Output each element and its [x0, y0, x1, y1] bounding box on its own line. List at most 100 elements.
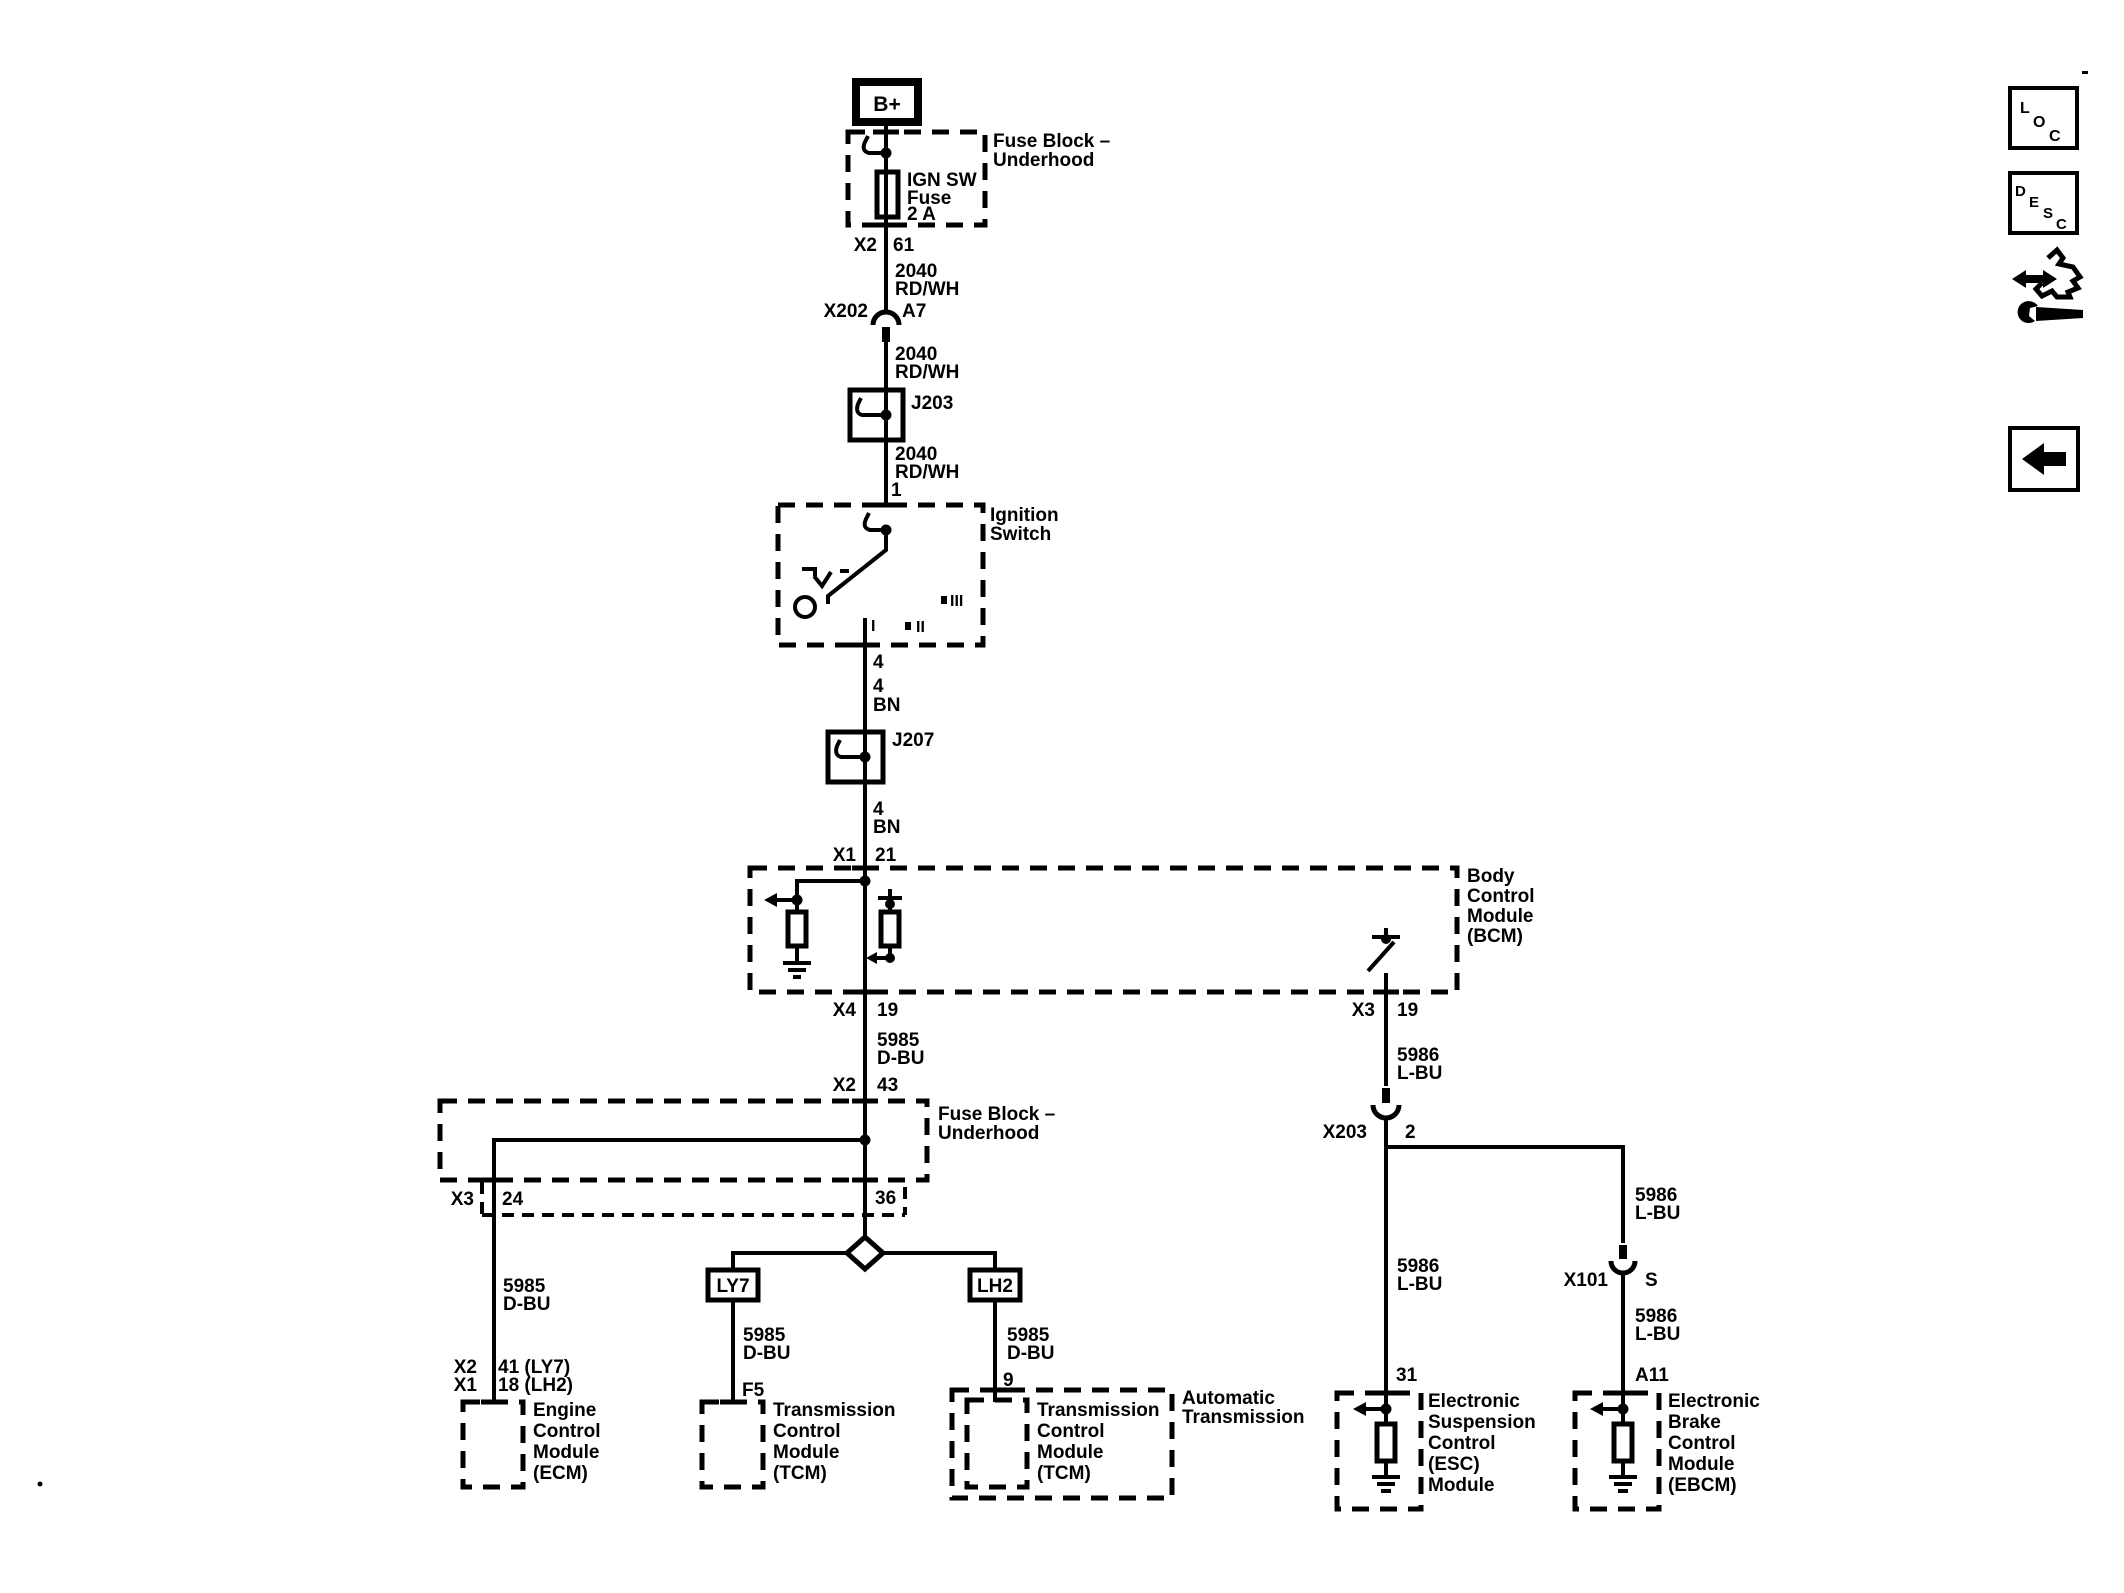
- module-title: Engine: [533, 1400, 596, 1421]
- splice-box: [825, 729, 886, 785]
- fuse-block-branch-to-ecm-wire: [492, 1138, 865, 1402]
- battery-label: B+: [873, 93, 900, 116]
- inline-connector-x202: X202 A7: [824, 301, 926, 342]
- module-title: Body: [1467, 866, 1515, 887]
- terminal-bars: [873, 129, 899, 228]
- pin-number: 36: [875, 1188, 896, 1209]
- loc-button-frame[interactable]: [2008, 86, 2079, 150]
- splice-id: J203: [911, 393, 953, 414]
- connector-id: X4: [833, 1000, 857, 1021]
- junction-dot: [859, 1134, 871, 1146]
- battery-feed: B+: [852, 78, 922, 126]
- module-title: Electronic: [1428, 1391, 1520, 1412]
- wire-color: D-BU: [877, 1048, 925, 1069]
- circuit-number: 5986: [1635, 1185, 1677, 1206]
- engine-tag: LY7: [716, 1276, 749, 1297]
- wire-color: L-BU: [1635, 1324, 1680, 1345]
- speck: [37, 1481, 43, 1487]
- loc-letter: O: [2033, 114, 2045, 131]
- engine-tag: LH2: [977, 1276, 1013, 1297]
- wrench-icon: [2017, 301, 2083, 324]
- connector-strip: [480, 1182, 907, 1217]
- module-title: (TCM): [1037, 1463, 1091, 1484]
- junction-dot: [885, 899, 895, 909]
- pin-number: 18 (LH2): [498, 1375, 573, 1396]
- ground-icon: [783, 961, 811, 979]
- connector-socket-icon: [870, 309, 902, 326]
- position-mark: I: [871, 618, 875, 635]
- wire-color: BN: [873, 817, 900, 838]
- ignition-switch: I II III Ignition Switch 4: [775, 502, 1059, 673]
- splice-id: J207: [892, 730, 934, 751]
- fuse-block-mid-box: [437, 1098, 930, 1183]
- schematic-navigation-icon[interactable]: [2012, 246, 2084, 324]
- module-title: Switch: [990, 524, 1051, 545]
- loc-button[interactable]: L O C: [2008, 86, 2079, 150]
- wire-continues-hook-icon: [855, 397, 886, 417]
- wire-label-2040-c: 2040 RD/WH 1: [891, 444, 959, 501]
- circuit-number: 5985: [503, 1276, 546, 1297]
- wire-continues-hook-icon: [834, 739, 865, 759]
- position-mark: III: [950, 593, 963, 610]
- wire-color: D-BU: [1007, 1343, 1055, 1364]
- circuit-number: 2040: [895, 444, 937, 465]
- inline-connector-x101: X101 S: [1564, 1245, 1658, 1291]
- left-arrow-icon: [1590, 1402, 1603, 1416]
- tcm2-box: [964, 1397, 1030, 1490]
- ecm-branch: 5985 D-BU X2 41 (LY7) X1 18 (LH2) Engine…: [454, 1276, 601, 1490]
- desc-button[interactable]: D E S C: [2008, 171, 2079, 235]
- pin-number: 19: [1397, 1000, 1418, 1021]
- ignition-switch-box: [775, 502, 986, 648]
- module-title: Transmission: [1037, 1400, 1160, 1421]
- module-title: Electronic: [1668, 1391, 1760, 1412]
- back-button-frame[interactable]: [2008, 426, 2080, 492]
- ebcm-module: A11 Electronic Brake Control Module (EBC…: [1572, 1365, 1760, 1512]
- pin-number: 21: [875, 845, 897, 866]
- wire-color: D-BU: [503, 1294, 551, 1315]
- wire-color: RD/WH: [895, 462, 959, 483]
- wire-color: BN: [873, 695, 900, 716]
- ground-icon: [1609, 1475, 1637, 1493]
- position-mark: II: [916, 619, 925, 636]
- back-button[interactable]: [2008, 426, 2080, 492]
- fuse-block-top-box: [845, 129, 988, 228]
- module-title: Suspension: [1428, 1412, 1536, 1433]
- position-dot: [941, 596, 947, 604]
- circuit-number: 2040: [895, 344, 937, 365]
- connector-pin-icon: [1619, 1245, 1627, 1259]
- pin-number: F5: [742, 1380, 765, 1401]
- wire-splitter-diamond-icon: [843, 1233, 887, 1273]
- connector-socket-icon: [1370, 1104, 1402, 1121]
- wire-label-2040-b: 2040 RD/WH: [895, 344, 959, 383]
- wire-color: L-BU: [1397, 1274, 1442, 1295]
- module-title: Ignition: [990, 505, 1059, 526]
- automatic-transmission-box: [949, 1387, 1175, 1501]
- module-title: (TCM): [773, 1463, 827, 1484]
- wire-color: RD/WH: [895, 279, 959, 300]
- wire-label-5986-c: 5986 L-BU: [1635, 1185, 1680, 1224]
- connector-pin-icon: [882, 327, 890, 342]
- wire-color: L-BU: [1635, 1203, 1680, 1224]
- desc-button-frame[interactable]: [2008, 171, 2079, 235]
- module-title: Control: [773, 1421, 841, 1442]
- left-arrow-icon: [1353, 1402, 1366, 1416]
- lock-position-icon: [793, 595, 817, 619]
- pin-number: 41 (LY7): [498, 1357, 570, 1378]
- resistor-icon: [1611, 1421, 1635, 1464]
- module-title: Module: [1428, 1475, 1495, 1496]
- module-title: Control: [1668, 1433, 1736, 1454]
- pin-number: 9: [1003, 1370, 1014, 1391]
- cavity-id: S: [1645, 1270, 1658, 1291]
- pin-number: 31: [1396, 1365, 1418, 1386]
- pin-number: 61: [893, 235, 915, 256]
- switch-blade-icon: [826, 530, 888, 604]
- connector-id: X2: [454, 1357, 477, 1378]
- wire-continues-hook-icon: [862, 512, 886, 532]
- junction-dot: [885, 953, 895, 963]
- terminal-bars: [481, 1098, 878, 1183]
- connector-socket-icon: [1608, 1260, 1638, 1276]
- cavity-id: A7: [902, 301, 926, 322]
- lh2-branch: LH2 5985 D-BU 9 Transmission Control Mod…: [949, 1267, 1305, 1501]
- connector-id: X3: [451, 1189, 474, 1210]
